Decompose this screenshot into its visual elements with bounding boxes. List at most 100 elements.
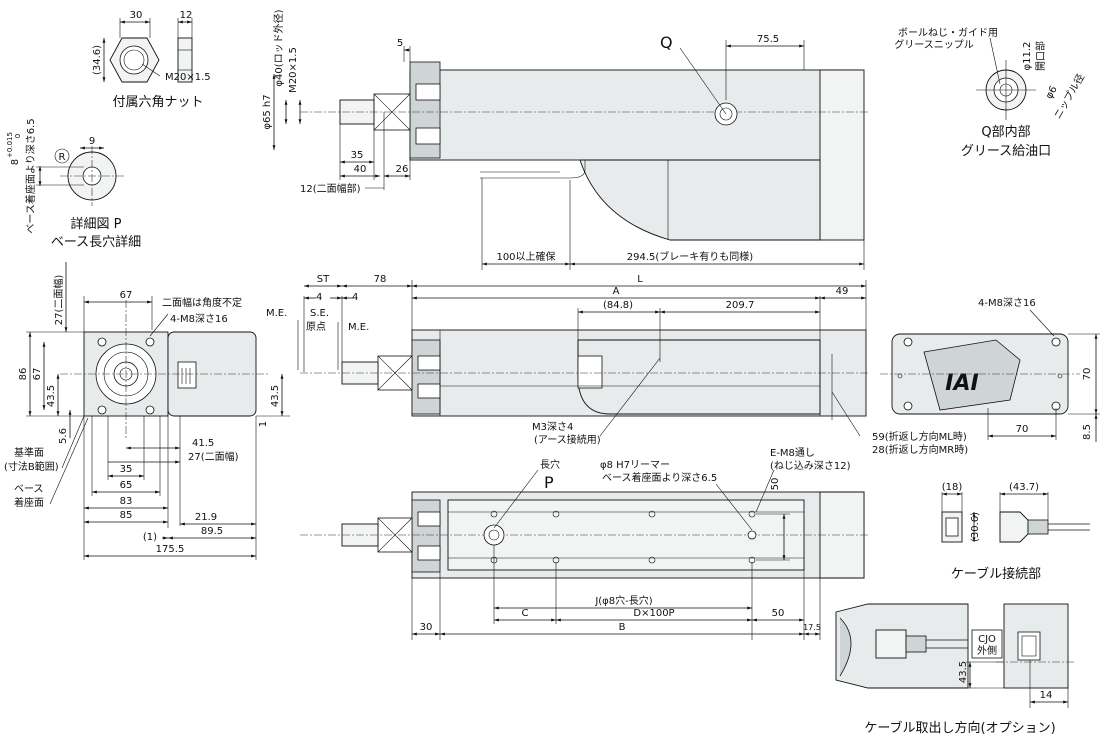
end-dim-70: 70 xyxy=(1016,424,1029,435)
detail-p-tol-up: +0.015 xyxy=(6,132,14,158)
front-dim-83: 83 xyxy=(120,496,133,507)
q-caption-2: グリース給油口 xyxy=(961,144,1051,159)
front-dim-27: 27(二面幅) xyxy=(52,275,65,326)
top-dim-75-5: 75.5 xyxy=(757,34,779,45)
side-view: ST 78 L 4 4 M.E. S.E. 原点 M.E. A 49 (84.8… xyxy=(266,274,968,456)
bottom-dim-50v: 50 xyxy=(770,478,781,491)
front-dim-67v: 67 xyxy=(32,368,43,381)
bottom-view: 長穴 P φ8 H7リーマー ベース着座面より深さ6.5 E-M8通し (ねじ込… xyxy=(300,447,870,640)
side-origin: 原点 xyxy=(306,321,326,333)
side-L: L xyxy=(637,274,643,285)
top-rod-dia: φ40(ロッド外径) xyxy=(272,9,285,86)
front-ref-1: 基準面 xyxy=(14,446,44,459)
top-dim-35: 35 xyxy=(351,150,364,161)
q-open: 開口部 xyxy=(1034,41,1047,71)
front-ref-2: (寸法B範囲) xyxy=(4,460,59,473)
front-base-1: ベース xyxy=(14,483,44,495)
bottom-C: C xyxy=(522,608,529,619)
detail-p-depth: ベース着座面より深さ6.5 xyxy=(24,118,37,233)
detail-p-view: 9 ベース着座面より深さ6.5 8 +0.015 0 R 詳細図 P ベース長穴… xyxy=(6,118,141,250)
front-dim-175-5: 175.5 xyxy=(156,544,185,555)
front-dim-1: 1 xyxy=(258,421,269,427)
top-view: 5 φ40(ロッド外径) M20×1.5 φ65 h7 35 40 26 12(… xyxy=(262,9,870,270)
cable-opt-dim-14: 14 xyxy=(1040,690,1053,701)
front-dim-35: 35 xyxy=(120,464,133,475)
cable-connection-view: (18) (30.6) (43.7) ケーブル接続部 xyxy=(941,482,1090,582)
detail-p-caption2: ベース長穴詳細 xyxy=(51,234,141,250)
side-dim-78: 78 xyxy=(374,274,387,285)
side-dim-49: 49 xyxy=(836,286,849,297)
bottom-dim-50: 50 xyxy=(772,608,785,619)
front-dim-65: 65 xyxy=(120,480,133,491)
q-detail-view: ボールねじ・ガイド用 グリースニップル φ11.2 開口部 φ6 ニップル径 Q… xyxy=(894,27,1087,159)
end-view: IAI 4-M8深さ16 70 70 8.5 xyxy=(880,297,1100,442)
front-dim-85: 85 xyxy=(120,510,133,521)
detail-p-width: 9 xyxy=(89,136,95,147)
front-dim-1p: (1) xyxy=(143,532,157,543)
bottom-slot: 長穴 xyxy=(540,458,560,471)
cable-dim-43-7: (43.7) xyxy=(1009,482,1039,493)
end-dim-70v: 70 xyxy=(1082,368,1093,381)
front-dim-43-5: 43.5 xyxy=(46,385,57,407)
detail-p-radius: R xyxy=(59,152,66,163)
front-flat-note: 二面幅は角度不定 xyxy=(162,296,242,309)
top-dim-26: 26 xyxy=(396,164,409,175)
top-q-label: Q xyxy=(660,33,673,52)
end-iai-logo: IAI xyxy=(945,371,978,396)
bottom-pin: φ8 H7リーマー xyxy=(600,460,670,471)
side-dim-209-7: 209.7 xyxy=(726,300,755,311)
bottom-p: P xyxy=(544,473,554,492)
cable-opt-caption: ケーブル取出し方向(オプション) xyxy=(864,720,1055,736)
bottom-em8: E-M8通し xyxy=(770,447,815,459)
side-4b: 4 xyxy=(352,292,358,303)
bottom-pin-2: ベース着座面より深さ6.5 xyxy=(602,471,717,484)
nut-thickness-dim: 12 xyxy=(180,10,193,21)
end-dim-8-5: 8.5 xyxy=(1082,424,1093,440)
bottom-J: J(φ8穴-長穴) xyxy=(594,594,652,607)
front-base-2: 着座面 xyxy=(14,496,44,509)
front-dim-27b: 27(二面幅) xyxy=(188,450,239,463)
cable-caption: ケーブル接続部 xyxy=(951,566,1041,582)
cable-opt-dim-43-5: 43.5 xyxy=(958,661,969,683)
side-4a: 4 xyxy=(316,292,322,303)
front-view: 67 二面幅は角度不定 4-M8深さ16 27(二面幅) 86 67 43.5 … xyxy=(4,262,290,560)
side-me2: M.E. xyxy=(348,322,369,333)
detail-p-caption1: 詳細図 P xyxy=(71,216,122,232)
top-dim-5: 5 xyxy=(397,38,403,49)
nut-thread-label: M20×1.5 xyxy=(165,72,211,83)
side-earth: (アース接続用) xyxy=(534,433,601,446)
side-A: A xyxy=(613,286,620,297)
cable-option-view: CJO 外側 43.5 14 ケーブル取出し方向(オプション) xyxy=(835,603,1076,736)
cable-opt-cjo: CJO xyxy=(978,634,996,645)
side-m3: M3深さ4 xyxy=(532,421,573,433)
front-dim-21-9: 21.9 xyxy=(195,512,217,523)
top-flat-12: 12(二面幅部) xyxy=(300,182,361,195)
front-dim-86: 86 xyxy=(18,368,29,381)
bottom-D: D×100P xyxy=(633,608,674,619)
cable-dim-30-6: (30.6) xyxy=(970,512,981,542)
top-thread: M20×1.5 xyxy=(288,47,299,93)
front-dim-89-5: 89.5 xyxy=(201,526,223,537)
bottom-em8b: (ねじ込み深さ12) xyxy=(770,460,851,472)
top-dim-100: 100以上確保 xyxy=(496,250,555,263)
front-dim-5-6: 5.6 xyxy=(58,428,69,444)
bottom-dim-17-5: 17.5 xyxy=(803,623,821,632)
hex-nut-view: 30 12 (34.6) M20×1.5 付属六角ナット xyxy=(92,10,211,110)
top-h7: φ65 h7 xyxy=(262,94,273,129)
side-dim-84-8: (84.8) xyxy=(603,300,633,311)
detail-p-tol: 8 xyxy=(10,159,21,165)
front-dim-43-5r: 43.5 xyxy=(270,385,281,407)
side-st: ST xyxy=(317,274,330,285)
q-caption-1: Q部内部 xyxy=(981,124,1030,140)
side-dim-28: 28(折返し方向MR時) xyxy=(872,443,968,456)
top-dim-40: 40 xyxy=(354,164,367,175)
bottom-dim-30: 30 xyxy=(420,622,433,633)
nut-caption: 付属六角ナット xyxy=(112,95,203,110)
q-nipple: ニップル径 xyxy=(1051,71,1087,121)
side-se: S.E. xyxy=(310,308,329,319)
nut-height-dim: (34.6) xyxy=(92,45,103,75)
detail-p-tol-lo: 0 xyxy=(14,134,22,138)
side-dim-59: 59(折返し方向ML時) xyxy=(872,430,967,443)
bottom-B: B xyxy=(619,622,626,633)
